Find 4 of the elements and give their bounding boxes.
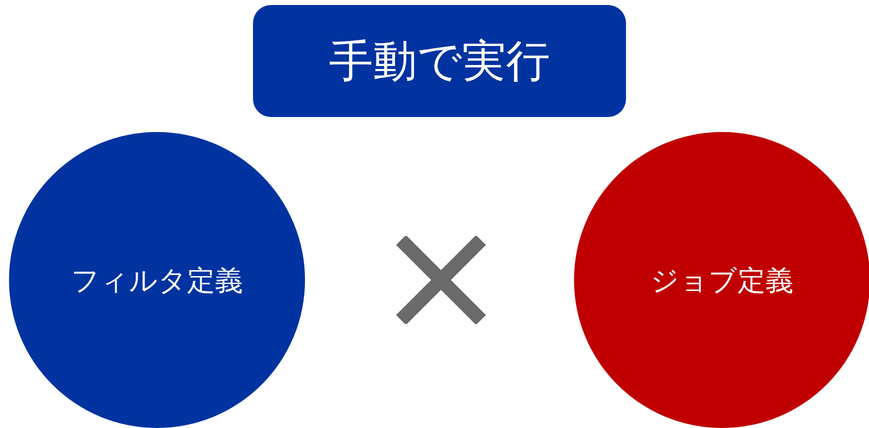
title-box — [253, 5, 626, 117]
node-text: 手動で実行 — [329, 34, 550, 88]
node-text: フィルタ定義 — [71, 262, 243, 298]
node-text: ジョブ定義 — [650, 262, 794, 298]
